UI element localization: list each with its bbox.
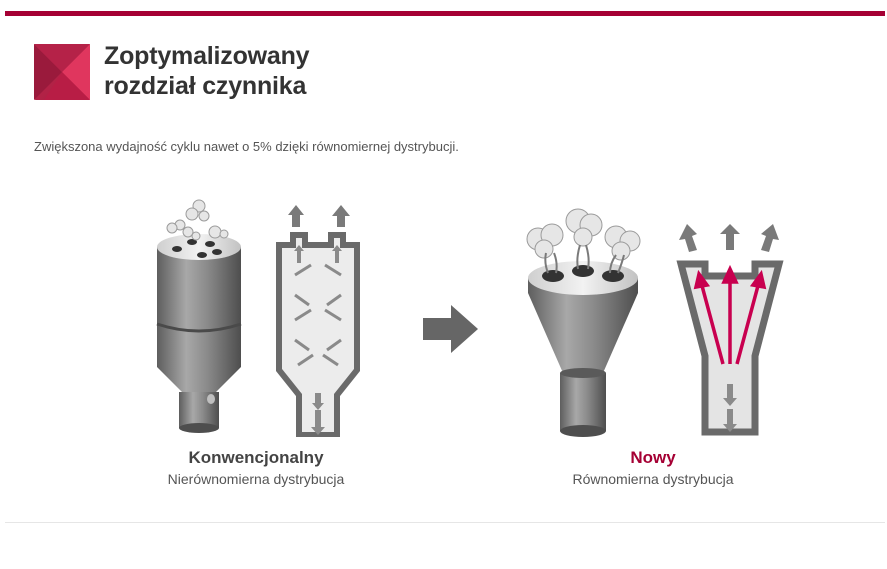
conventional-cylinder-illustration <box>152 192 247 437</box>
new-label: Nowy <box>630 448 676 467</box>
conventional-label: Konwencjonalny <box>188 448 324 467</box>
new-cylinder-illustration <box>518 203 648 439</box>
new-sublabel: Równomierna dystrybucja <box>572 471 734 487</box>
page-title: Zoptymalizowany rozdział czynnika <box>104 41 310 101</box>
top-accent-bar <box>5 11 885 16</box>
brand-square-icon <box>34 44 90 100</box>
right-arrow-icon <box>423 305 479 353</box>
bottom-divider <box>5 522 885 523</box>
description-text: Zwiększona wydajność cyklu nawet o 5% dz… <box>34 139 459 154</box>
title-line-1: Zoptymalizowany <box>104 42 310 70</box>
new-cross-section <box>675 224 785 436</box>
title-line-2: rozdział czynnika <box>104 72 307 100</box>
conventional-cross-section <box>273 205 363 437</box>
conventional-sublabel: Nierównomierna dystrybucja <box>167 471 345 487</box>
